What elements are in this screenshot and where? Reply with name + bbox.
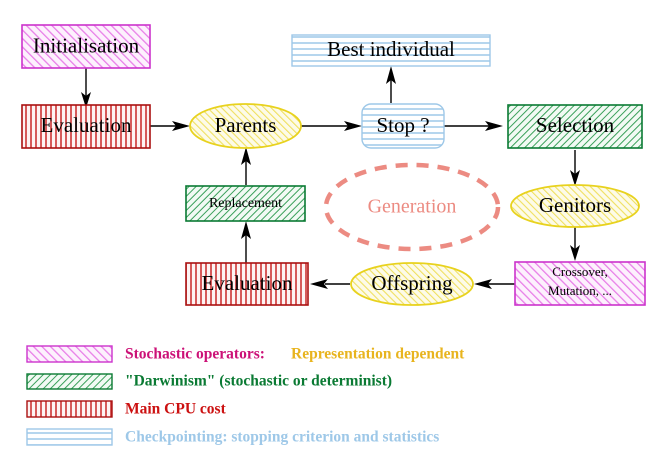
- edge-offspring-to-evaluation-bottom: [310, 279, 350, 289]
- legend-label-checkpoint: Checkpointing: stopping criterion and st…: [125, 429, 439, 446]
- node-offspring[interactable]: Offspring: [350, 262, 474, 306]
- edge-replacement-to-parents: [241, 147, 251, 185]
- operators-box[interactable]: [514, 261, 646, 306]
- legend-label-darwinism: "Darwinism" (stochastic or determinist): [125, 373, 392, 390]
- stop-label: Stop ?: [376, 113, 429, 137]
- evaluation-bottom-box[interactable]: [185, 262, 309, 306]
- node-selection[interactable]: Selection: [507, 104, 643, 149]
- generation-dashed-ellipse: [323, 162, 501, 252]
- best-individual-label: Best individual: [327, 37, 455, 61]
- edge-selection-to-genitors: [570, 150, 580, 186]
- node-stop[interactable]: Stop ?: [361, 103, 445, 149]
- node-generation: Generation: [323, 162, 501, 252]
- evaluation-top-box[interactable]: [21, 104, 151, 149]
- initialisation-box[interactable]: [21, 24, 151, 69]
- evaluation-top-label: Evaluation: [41, 113, 132, 137]
- darwinism-hatch-swatch: [26, 373, 113, 390]
- edge-genitors-to-operators: [570, 226, 580, 261]
- genitors-label: Genitors: [539, 193, 611, 217]
- node-operators[interactable]: Crossover, Mutation, ...: [514, 261, 646, 306]
- parents-ellipse[interactable]: [189, 103, 302, 149]
- legend-label-stochastic: Stochastic operators:: [125, 346, 265, 363]
- stochastic-hatch-swatch: [26, 345, 113, 363]
- node-evaluation-top[interactable]: Evaluation: [21, 104, 151, 149]
- replacement-label: Replacement: [209, 196, 282, 211]
- edges-layer: [81, 66, 580, 289]
- node-best-individual[interactable]: Best individual: [291, 34, 491, 67]
- legend-item-checkpoint: Checkpointing: stopping criterion and st…: [26, 428, 439, 446]
- edge-stop-to-selection: [444, 121, 503, 131]
- cpu-stripe-swatch: [26, 400, 113, 418]
- edge-operators-to-offspring: [474, 279, 515, 289]
- node-parents[interactable]: Parents: [189, 103, 302, 149]
- legend-item-stochastic: Stochastic operators: Representation dep…: [26, 345, 465, 363]
- offspring-label: Offspring: [371, 271, 453, 295]
- legend-label-cpu: Main CPU cost: [125, 401, 227, 418]
- generation-label: Generation: [368, 196, 457, 218]
- edge-parents-to-stop: [301, 121, 362, 131]
- node-replacement[interactable]: Replacement: [185, 185, 306, 222]
- offspring-ellipse[interactable]: [350, 262, 474, 306]
- operators-label-line2: Mutation, ...: [548, 283, 612, 298]
- parents-label: Parents: [215, 113, 277, 137]
- evaluation-bottom-label: Evaluation: [202, 271, 293, 295]
- selection-label: Selection: [536, 113, 615, 137]
- best-individual-box[interactable]: [291, 34, 491, 67]
- genitors-ellipse[interactable]: [510, 184, 640, 228]
- edge-evaluation-top-to-parents: [150, 121, 190, 131]
- node-initialisation[interactable]: Initialisation: [21, 24, 151, 69]
- initialisation-label: Initialisation: [33, 33, 140, 57]
- selection-box[interactable]: [507, 104, 643, 149]
- checkpoint-stripe-swatch: [26, 428, 113, 446]
- edge-evaluation-bottom-to-replacement: [241, 221, 251, 264]
- node-genitors[interactable]: Genitors: [510, 184, 640, 228]
- replacement-box[interactable]: [185, 185, 306, 222]
- legend: Stochastic operators: Representation dep…: [26, 345, 465, 446]
- edge-stop-to-best-individual: [386, 66, 396, 103]
- operators-label-line1: Crossover,: [552, 264, 607, 279]
- legend-item-cpu: Main CPU cost: [26, 400, 227, 418]
- node-evaluation-bottom[interactable]: Evaluation: [185, 262, 309, 306]
- legend-label-representation: Representation dependent: [291, 346, 465, 363]
- stop-box[interactable]: [361, 103, 445, 149]
- edge-initialisation-to-evaluation-top: [81, 68, 91, 108]
- legend-item-darwinism: "Darwinism" (stochastic or determinist): [26, 373, 392, 390]
